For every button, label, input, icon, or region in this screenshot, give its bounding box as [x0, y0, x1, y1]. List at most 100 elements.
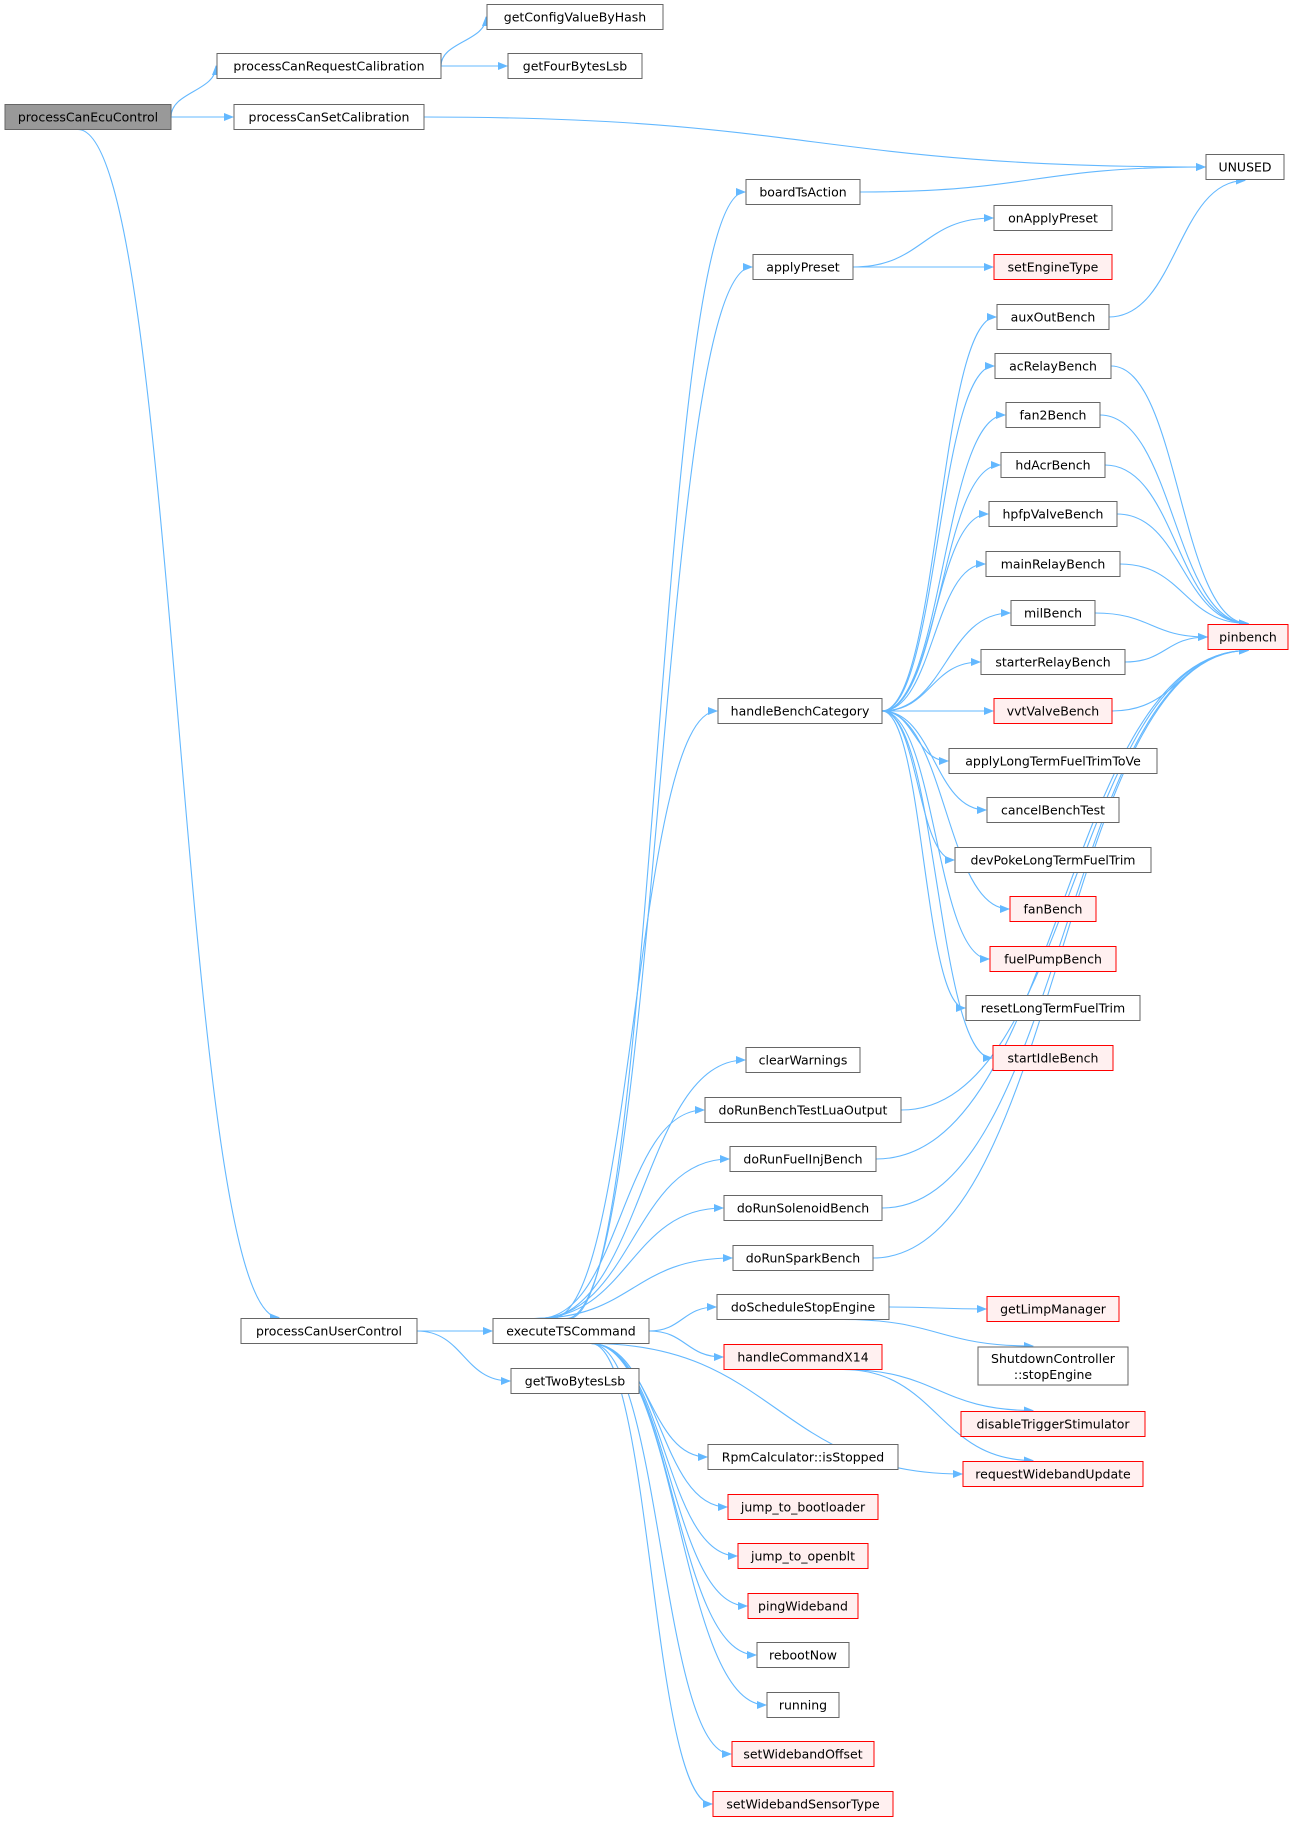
- node-label: getTwoBytesLsb: [525, 1374, 626, 1389]
- node-label: processCanUserControl: [256, 1324, 402, 1339]
- node-box: [977, 1346, 1129, 1386]
- node-box: [737, 1543, 869, 1569]
- node-get-four-bytes-lsb[interactable]: getFourBytesLsb: [507, 53, 643, 79]
- edge-execute-tscommand-to-do-run-bench-test-lua-output: [538, 1106, 705, 1320]
- node-do-run-fuel-inj-bench[interactable]: doRunFuelInjBench: [729, 1146, 877, 1172]
- node-set-wideband-sensor-type[interactable]: setWidebandSensorType: [712, 1791, 894, 1817]
- edge-handle-bench-category-to-reset-long-term-fuel-trim: [881, 710, 966, 1012]
- edge-execute-tscommand-to-handle-command-x14: [648, 1330, 724, 1361]
- edge-do-schedule-stop-engine-to-get-limp-manager: [888, 1304, 987, 1313]
- node-do-schedule-stop-engine[interactable]: doScheduleStopEngine: [716, 1294, 890, 1320]
- node-unused[interactable]: UNUSED: [1205, 154, 1285, 180]
- node-fan-bench[interactable]: fanBench: [1009, 896, 1097, 922]
- node-box: [717, 698, 883, 724]
- node-hd-acr-bench[interactable]: hdAcrBench: [1000, 452, 1106, 478]
- node-mil-bench[interactable]: milBench: [1010, 600, 1096, 626]
- node-main-relay-bench[interactable]: mainRelayBench: [985, 551, 1121, 577]
- node-pinbench[interactable]: pinbench: [1207, 624, 1289, 650]
- node-handle-command-x14[interactable]: handleCommandX14: [723, 1344, 883, 1370]
- edge-execute-tscommand-to-do-run-fuel-inj-bench: [536, 1155, 730, 1320]
- node-label: UNUSED: [1218, 160, 1271, 175]
- node-jump-to-bootloader[interactable]: jump_to_bootloader: [727, 1494, 879, 1520]
- node-clear-warnings[interactable]: clearWarnings: [745, 1047, 861, 1073]
- node-ping-wideband[interactable]: pingWideband: [747, 1593, 859, 1619]
- node-get-two-bytes-lsb[interactable]: getTwoBytesLsb: [510, 1368, 640, 1394]
- node-box: [729, 1146, 877, 1172]
- edge-execute-tscommand-to-apply-preset: [566, 263, 753, 1320]
- node-do-run-bench-test-lua-output[interactable]: doRunBenchTestLuaOutput: [704, 1097, 902, 1123]
- edge-handle-bench-category-to-fan-bench: [881, 710, 1010, 913]
- node-dev-poke-long-term-fuel-trim[interactable]: devPokeLongTermFuelTrim: [954, 847, 1152, 873]
- node-box: [233, 104, 425, 130]
- node-box: [752, 254, 854, 280]
- node-jump-to-openblt[interactable]: jump_to_openblt: [737, 1543, 869, 1569]
- node-get-limp-manager[interactable]: getLimpManager: [986, 1296, 1120, 1322]
- node-box: [731, 1741, 875, 1767]
- node-box: [756, 1642, 850, 1668]
- node-reboot-now[interactable]: rebootNow: [756, 1642, 850, 1668]
- node-process-can-ecu-control[interactable]: processCanEcuControl: [4, 104, 172, 130]
- edge-handle-bench-category-to-aux-out-bench: [881, 313, 997, 712]
- node-label: acRelayBench: [1009, 359, 1097, 374]
- node-box: [4, 104, 172, 130]
- node-process-can-set-calibration[interactable]: processCanSetCalibration: [233, 104, 425, 130]
- node-fan2-bench[interactable]: fan2Bench: [1005, 402, 1101, 428]
- node-process-can-request-calibration[interactable]: processCanRequestCalibration: [216, 53, 442, 79]
- node-box: [996, 304, 1110, 330]
- node-apply-preset[interactable]: applyPreset: [752, 254, 854, 280]
- node-label: clearWarnings: [759, 1053, 848, 1068]
- edge-do-schedule-stop-engine-to-stop-engine: [842, 1318, 1034, 1350]
- node-hpfp-valve-bench[interactable]: hpfpValveBench: [988, 501, 1118, 527]
- node-get-config-value-by-hash[interactable]: getConfigValueByHash: [486, 4, 664, 30]
- node-on-apply-preset[interactable]: onApplyPreset: [993, 205, 1113, 231]
- node-do-run-spark-bench[interactable]: doRunSparkBench: [732, 1245, 874, 1271]
- edges-layer: [77, 16, 1249, 1808]
- edge-process-can-request-calibration-to-get-config-value-by-hash: [440, 16, 490, 67]
- node-box: [980, 649, 1126, 675]
- edge-handle-bench-category-to-starter-relay-bench: [881, 658, 981, 712]
- node-do-run-solenoid-bench[interactable]: doRunSolenoidBench: [723, 1195, 883, 1221]
- node-start-idle-bench[interactable]: startIdleBench: [992, 1045, 1114, 1071]
- node-box: [954, 847, 1152, 873]
- edge-execute-tscommand-to-running: [590, 1342, 767, 1709]
- edge-execute-tscommand-to-do-schedule-stop-engine: [648, 1303, 717, 1332]
- node-request-wideband-update[interactable]: requestWidebandUpdate: [962, 1461, 1144, 1487]
- edge-main-relay-bench-to-pinbench: [1119, 563, 1249, 628]
- node-ac-relay-bench[interactable]: acRelayBench: [994, 353, 1112, 379]
- node-label: auxOutBench: [1011, 310, 1096, 325]
- node-cancel-bench-test[interactable]: cancelBenchTest: [986, 797, 1120, 823]
- node-label: milBench: [1024, 606, 1082, 621]
- node-set-wideband-offset[interactable]: setWidebandOffset: [731, 1741, 875, 1767]
- node-label: fanBench: [1024, 902, 1083, 917]
- node-is-stopped[interactable]: RpmCalculator::isStopped: [707, 1444, 899, 1470]
- node-handle-bench-category[interactable]: handleBenchCategory: [717, 698, 883, 724]
- edge-starter-relay-bench-to-pinbench: [1124, 633, 1208, 663]
- node-box: [747, 1593, 859, 1619]
- node-label: starterRelayBench: [995, 655, 1110, 670]
- node-set-engine-type[interactable]: setEngineType: [993, 254, 1113, 280]
- node-execute-tscommand[interactable]: executeTSCommand: [492, 1318, 650, 1344]
- node-vvt-valve-bench[interactable]: vvtValveBench: [993, 698, 1113, 724]
- node-label: handleBenchCategory: [731, 704, 870, 719]
- node-box: [486, 4, 664, 30]
- node-aux-out-bench[interactable]: auxOutBench: [996, 304, 1110, 330]
- node-box: [985, 551, 1121, 577]
- node-board-ts-action[interactable]: boardTsAction: [745, 179, 861, 205]
- node-fuel-pump-bench[interactable]: fuelPumpBench: [989, 946, 1117, 972]
- node-box: [960, 1411, 1146, 1437]
- node-process-can-user-control[interactable]: processCanUserControl: [240, 1318, 418, 1344]
- edge-mil-bench-to-pinbench: [1094, 612, 1208, 641]
- node-reset-long-term-fuel-trim[interactable]: resetLongTermFuelTrim: [965, 995, 1141, 1021]
- node-label: doRunSparkBench: [746, 1251, 860, 1266]
- node-label: applyPreset: [766, 260, 839, 275]
- node-label: mainRelayBench: [1001, 557, 1106, 572]
- edge-execute-tscommand-to-do-run-spark-bench: [533, 1254, 733, 1320]
- node-starter-relay-bench[interactable]: starterRelayBench: [980, 649, 1126, 675]
- node-box: [745, 1047, 861, 1073]
- node-disable-trigger-stimulator[interactable]: disableTriggerStimulator: [960, 1411, 1146, 1437]
- node-apply-long-term-fuel-trim-to-ve[interactable]: applyLongTermFuelTrimToVe: [948, 748, 1158, 774]
- node-running[interactable]: running: [766, 1692, 840, 1718]
- node-stop-engine[interactable]: ShutdownController::stopEngine: [977, 1346, 1129, 1386]
- edge-handle-bench-category-to-hpfp-valve-bench: [881, 510, 989, 712]
- node-label: processCanRequestCalibration: [233, 59, 424, 74]
